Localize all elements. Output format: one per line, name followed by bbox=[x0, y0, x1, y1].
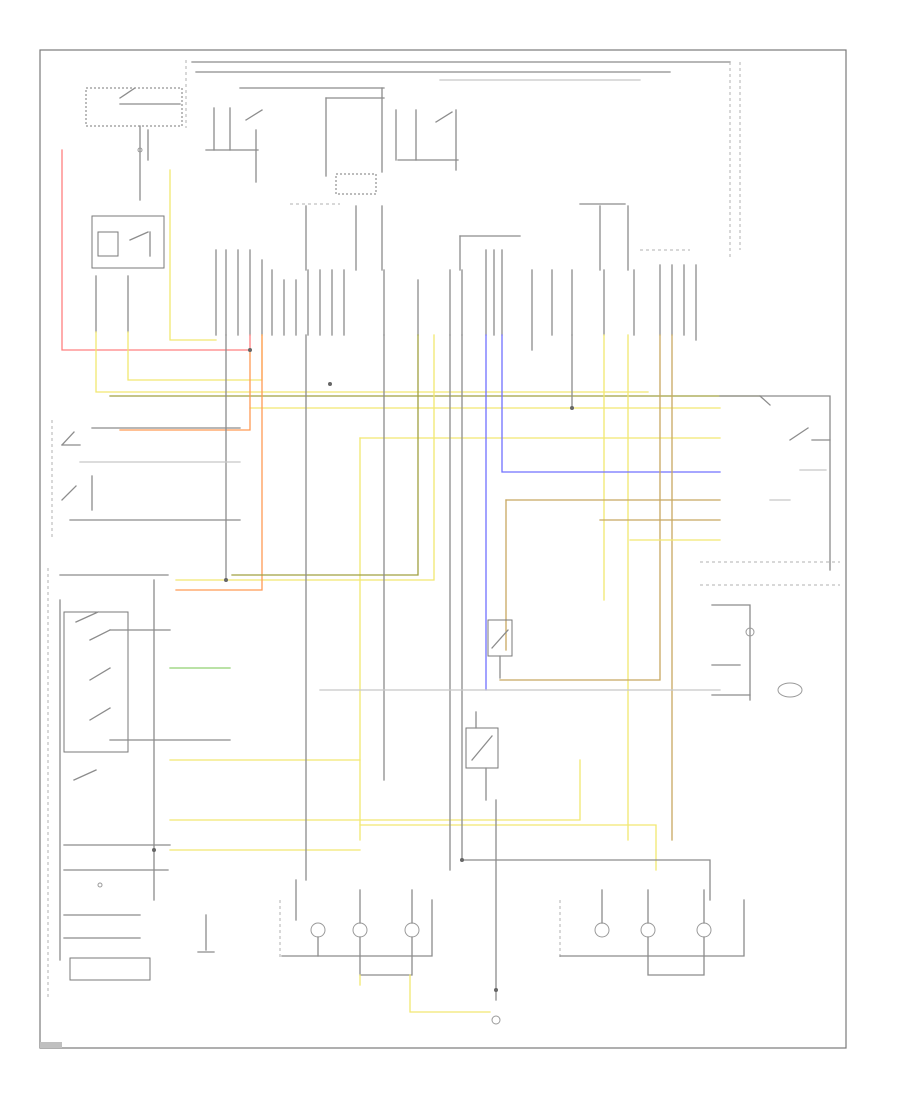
switch-group-upper-center bbox=[205, 87, 459, 195]
ground-returns bbox=[197, 799, 711, 1025]
lamp-group-left bbox=[279, 879, 433, 986]
relay-center-upper bbox=[487, 619, 513, 679]
switch-group-top-left bbox=[85, 87, 183, 201]
lamp-group-right bbox=[559, 889, 745, 976]
relay-module-left bbox=[91, 215, 165, 269]
diagram-frame bbox=[39, 49, 847, 1049]
headlight-switch bbox=[47, 568, 231, 1000]
junction-dots bbox=[152, 348, 574, 992]
corner-mark bbox=[40, 1042, 62, 1048]
power-bus-top bbox=[185, 60, 741, 260]
connector-pins bbox=[95, 249, 697, 351]
relay-center-lower bbox=[465, 711, 499, 801]
right-components bbox=[700, 395, 840, 701]
harness-wires-colored bbox=[61, 149, 761, 881]
left-switch-panel bbox=[51, 420, 241, 540]
fuse-row bbox=[290, 203, 690, 271]
